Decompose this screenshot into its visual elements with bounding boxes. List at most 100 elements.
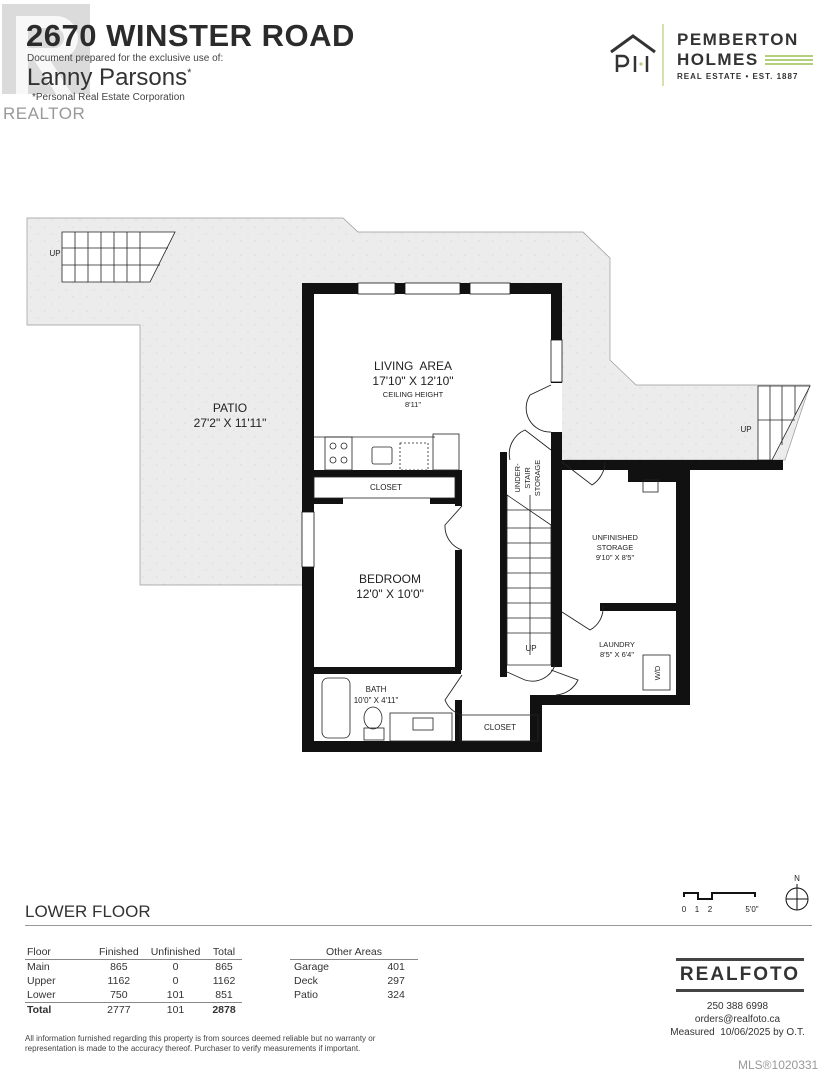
living-ceiling-label: CEILING HEIGHT [383,390,444,399]
scale-bar: 0 1 2 5'0" [682,892,759,914]
living-ceiling-height: 8'11" [405,400,421,409]
closet1-name: CLOSET [370,483,402,492]
cell: Total [25,1002,93,1017]
storage-line2: STORAGE [597,543,634,552]
bath-sink-icon [412,717,434,731]
north-label: N [794,874,800,883]
toilet-icon [363,706,383,730]
cell: 1162 [107,975,131,987]
closet2-name: CLOSET [484,723,516,732]
cell: 101 [144,1002,207,1017]
prepared-for-text: Document prepared for the exclusive use … [27,53,224,64]
col-floor: Floor [25,945,93,960]
realtor-watermark: REALTOR [3,104,86,123]
floor-plan: UP UP UP PATIO 27'2" X 11'11" LIVING ARE… [26,217,811,914]
cell: Deck [294,975,318,987]
cell: 865 [215,961,233,973]
property-title: 2670 WINSTER ROAD [26,18,355,53]
bathtub-icon [321,677,351,739]
cell: Garage [294,961,330,973]
deck-stair-up-label: UP [740,425,751,434]
patio-stairs [61,231,176,283]
realfoto-phone: 250 388 6998 [706,1001,769,1012]
bath-size: 10'0" X 4'11" [354,696,399,705]
cell: 2777 [93,1002,145,1017]
storage-size: 9'10" X 8'5" [596,553,635,562]
laundry-name: LAUNDRY [599,640,635,649]
table-row: Lower 750 101 851 [25,988,242,1003]
divider [25,925,812,926]
fixtures [313,433,671,742]
realtor-logo [2,4,90,94]
laundry-size: 8'5" X 6'4" [600,650,634,659]
table-row: Main 865 0 865 [25,960,242,975]
table-row: Deck 297 [290,974,418,988]
realfoto-contact: 250 388 6998 orders@realfoto.ca Measured… [650,1000,825,1039]
cell: 750 [110,989,128,1001]
scale-tick-1: 1 [695,905,700,914]
cell: 865 [110,961,128,973]
agent-mark: * [187,67,192,79]
table-row: Upper 1162 0 1162 [25,974,242,988]
deck-stairs [757,385,811,461]
table-row: Garage 401 [290,960,418,975]
scale-tick-0: 0 [682,905,687,914]
cell: Upper [27,975,56,987]
cell: 851 [215,989,233,1001]
cell: 0 [172,961,179,973]
understair-line1: UNDER- [513,463,522,493]
cell: Lower [27,989,56,1001]
living-size: 17'10" X 12'10" [372,374,453,388]
cell: Patio [294,989,318,1001]
kitchen-sink-icon [371,446,393,465]
understair-line2: STAIR [523,467,532,489]
washer-dryer-icon [642,654,671,691]
cell: Main [27,961,50,973]
disclaimer: All information furnished regarding this… [25,1034,376,1053]
house-monogram-icon [610,24,664,86]
cell: 401 [387,961,405,973]
doors [444,384,606,716]
cell: 1162 [212,975,236,987]
scale-tick-2: 2 [708,905,713,914]
cell: 101 [166,989,185,1001]
col-unfinished: Unfinished [144,945,207,960]
corporation-text: *Personal Real Estate Corporation [32,92,185,103]
other-areas-table: Other Areas Garage 401 Deck 297 Patio 324 [290,945,418,1002]
floor-name: LOWER FLOOR [25,902,151,921]
cell: 0 [172,975,179,987]
agent-name-text: Lanny Parsons [27,64,188,91]
utility-sink-icon [642,479,659,493]
col-finished: Finished [93,945,145,960]
windows [301,282,563,568]
bedroom-size: 12'0" X 10'0" [356,587,424,601]
cell: 324 [387,989,405,1001]
cell: 297 [387,975,405,987]
patio-name: PATIO [213,401,247,415]
realfoto-logo: REALFOTO [676,958,804,992]
interior-stair-up-label: UP [525,644,536,653]
storage-line1: UNFINISHED [592,533,638,542]
patio-size: 27'2" X 11'11" [194,416,267,430]
scale-tick-5ft: 5'0" [745,905,758,914]
brand-line1: PEMBERTON [677,30,799,49]
brand-stripes [765,55,813,65]
area-table-header: Floor Finished Unfinished Total [25,945,242,960]
understair-line3: STORAGE [533,460,542,497]
north-arrow-icon: N [785,874,809,911]
patio-stair-up-label: UP [49,249,60,258]
room-labels: UP UP UP PATIO 27'2" X 11'11" LIVING ARE… [49,249,751,732]
col-total: Total [206,945,242,960]
table-row: Patio 324 [290,988,418,1002]
area-table: Floor Finished Unfinished Total Main 865 0… [25,945,242,1017]
brand-tagline: REAL ESTATE • EST. 1887 [677,72,799,81]
measured-info: Measured 10/06/2025 by O.T. [670,1027,805,1038]
bedroom-name: BEDROOM [359,572,421,586]
realfoto-name: REALFOTO [679,964,801,985]
agent-name: Lanny Parsons* [27,65,191,91]
other-areas-header: Other Areas [290,945,418,960]
mls-number: MLS®1020331 [738,1058,819,1072]
brand-line2: HOLMES [677,50,759,69]
washer-dryer-label: W/D [653,665,662,680]
pemberton-holmes-logo: PEMBERTON HOLMES REAL ESTATE • EST. 1887 [605,22,815,88]
